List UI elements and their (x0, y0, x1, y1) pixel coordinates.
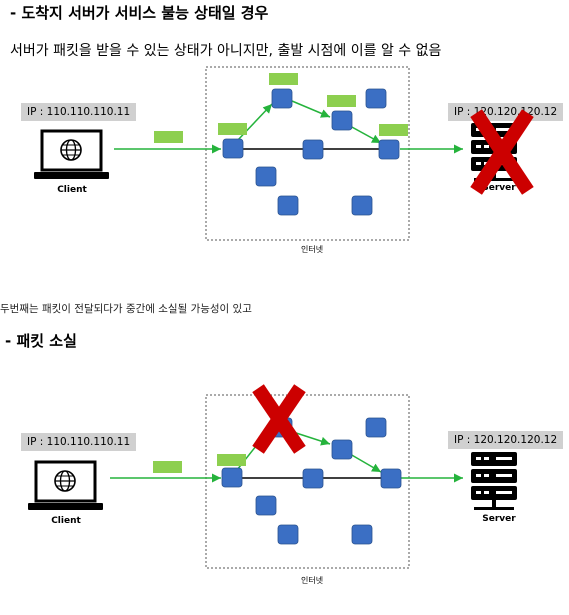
packet (154, 131, 183, 143)
laptop-icon (28, 460, 103, 510)
internet-boundary (205, 66, 410, 241)
client-label: Client (57, 185, 87, 195)
router-node (271, 88, 293, 109)
router-node (221, 467, 243, 488)
router-node (365, 88, 387, 109)
packet (269, 73, 298, 85)
router-node (302, 468, 324, 489)
server-label: Server (482, 514, 516, 524)
network-label: 인터넷 (301, 245, 324, 254)
server-label: Server (482, 183, 516, 193)
router-node (351, 195, 373, 216)
router-node (255, 495, 277, 516)
router-node (380, 468, 402, 489)
packet (217, 454, 246, 466)
router-node (365, 417, 387, 438)
router-node (331, 110, 353, 131)
section1-description: 서버가 패킷을 받을 수 있는 상태가 아니지만, 출발 시점에 이를 알 수 … (10, 43, 442, 59)
section2-heading: - 패킷 소실 (5, 332, 77, 350)
packet (379, 124, 408, 136)
client-ip-label: IP : 110.110.110.11 (21, 103, 137, 121)
router-node (302, 139, 324, 160)
router-node (351, 524, 373, 545)
packet (153, 461, 182, 473)
router-node (255, 166, 277, 187)
client-label: Client (51, 516, 81, 526)
laptop-icon (34, 129, 109, 179)
router-node (378, 139, 400, 160)
route-arrow (349, 125, 382, 144)
section2-intro: 두번째는 패킷이 전달되다가 중간에 소실될 가능성이 있고 (0, 303, 252, 315)
packet (218, 123, 247, 135)
router-node (277, 524, 299, 545)
router-node (222, 138, 244, 159)
router-node (331, 439, 353, 460)
packet-loss-cross-icon (252, 384, 306, 454)
server-icon (471, 452, 517, 510)
route-arrow (349, 453, 382, 473)
network-label: 인터넷 (301, 576, 324, 585)
section1-heading: - 도착지 서버가 서비스 불능 상태일 경우 (10, 4, 269, 22)
client-ip-label: IP : 110.110.110.11 (21, 433, 137, 451)
failure-cross-icon (470, 109, 534, 195)
router-node (277, 195, 299, 216)
route-arrow (291, 100, 331, 118)
internet-boundary (205, 394, 410, 569)
packet (327, 95, 356, 107)
server-ip-label: IP : 120.120.120.12 (448, 431, 564, 449)
